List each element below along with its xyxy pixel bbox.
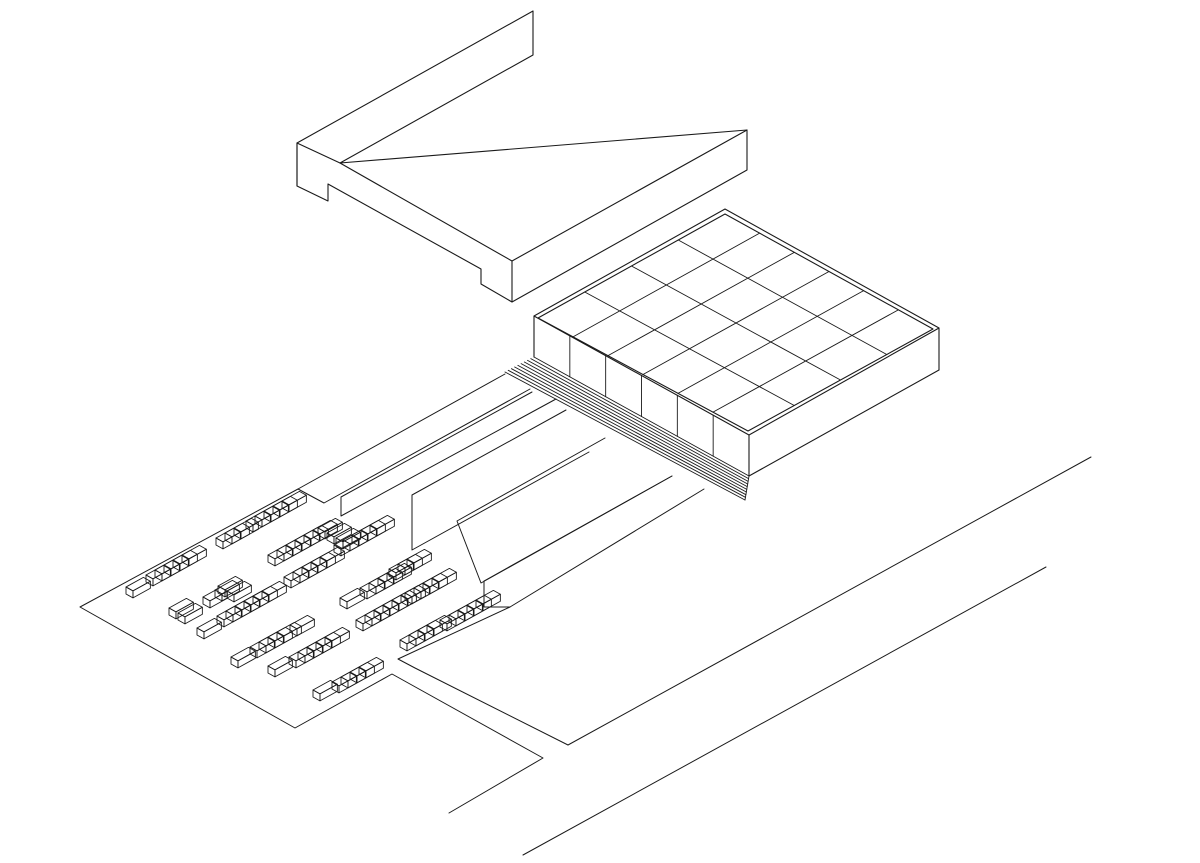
car-side — [224, 579, 243, 598]
car-front — [333, 544, 342, 557]
car-side — [288, 494, 307, 513]
car-side — [376, 518, 395, 537]
car-side — [482, 593, 501, 612]
car-side — [237, 650, 256, 669]
car — [217, 575, 243, 598]
parking-lot — [79, 488, 569, 814]
parked-cars — [125, 490, 501, 702]
car-side — [184, 606, 203, 625]
road-edges — [522, 456, 1092, 856]
car-side — [268, 584, 287, 603]
upper-building — [296, 10, 748, 303]
car-front — [359, 587, 368, 600]
car-side — [175, 601, 194, 620]
car-side — [393, 566, 412, 585]
car-front — [168, 607, 177, 620]
car — [289, 614, 315, 637]
car — [426, 614, 452, 637]
car — [326, 522, 352, 545]
car-front — [196, 627, 205, 640]
car-side — [188, 548, 207, 567]
car-front — [202, 596, 211, 609]
car-front — [267, 554, 276, 567]
car — [125, 576, 151, 599]
car-side — [296, 618, 315, 637]
car-side — [413, 552, 432, 571]
car — [324, 626, 350, 649]
stair-step — [504, 371, 746, 501]
roof-grid-line — [631, 265, 841, 381]
plaza — [297, 373, 705, 608]
car — [230, 646, 256, 669]
roof-grid-line — [584, 291, 795, 406]
stair-side — [744, 475, 750, 501]
car-side — [333, 526, 352, 545]
car — [177, 602, 203, 625]
stair-step — [520, 363, 748, 488]
car-side — [438, 571, 457, 590]
car-side — [365, 660, 384, 679]
roof-grid — [572, 232, 899, 413]
car — [369, 514, 395, 537]
car-front — [125, 586, 134, 599]
car-front — [312, 689, 321, 702]
car-front — [331, 681, 340, 694]
car-front — [355, 619, 364, 632]
stair-step — [533, 356, 750, 477]
car — [386, 562, 412, 585]
car-side — [319, 683, 338, 702]
roof-grid-line — [677, 239, 888, 355]
car — [431, 567, 457, 590]
car-side — [433, 618, 452, 637]
car — [312, 679, 338, 702]
car-side — [324, 521, 343, 540]
car-side — [319, 523, 338, 542]
car-side — [346, 591, 365, 610]
stair-step — [510, 368, 747, 496]
car — [475, 589, 501, 612]
car — [226, 580, 252, 603]
car — [339, 587, 365, 610]
stair-step — [523, 361, 749, 485]
car-side — [274, 659, 293, 678]
car — [358, 656, 384, 679]
car-front — [267, 665, 276, 678]
stairs — [504, 356, 750, 501]
stair-step — [507, 369, 746, 498]
facade-panels — [569, 335, 714, 457]
car-side — [233, 584, 252, 603]
car-front — [214, 589, 223, 602]
car-front — [215, 537, 224, 550]
car — [181, 544, 207, 567]
car-front — [399, 639, 408, 652]
car — [168, 597, 194, 620]
car-front — [230, 656, 239, 669]
car — [261, 580, 287, 603]
car — [196, 617, 222, 640]
car-side — [132, 580, 151, 599]
stair-step — [517, 364, 748, 490]
car — [317, 517, 343, 540]
stair-step — [530, 358, 750, 480]
car — [267, 655, 293, 678]
grid-roof-building — [533, 208, 940, 477]
car-side — [203, 621, 222, 640]
car-front — [339, 597, 348, 610]
stair-step — [514, 366, 747, 493]
stair-step — [527, 359, 749, 482]
car-side — [331, 630, 350, 649]
car — [276, 621, 302, 644]
car — [406, 548, 432, 571]
car — [281, 490, 307, 513]
